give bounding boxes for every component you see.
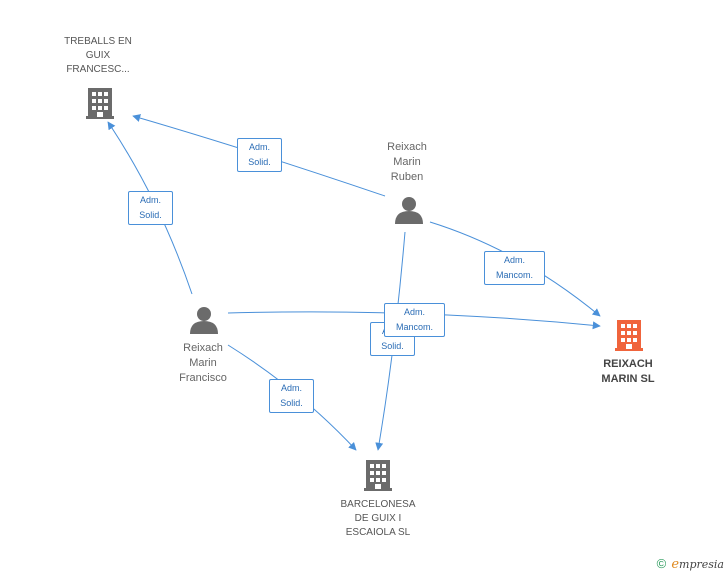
node-label-treballs[interactable]: TREBALLS EN GUIX FRANCESC... <box>64 36 132 75</box>
brand-name: mpresia <box>679 558 724 571</box>
brand-initial: e <box>671 557 680 572</box>
node-label-reixach-marin-sl[interactable]: REIXACH MARIN SL <box>601 358 655 385</box>
building-icon[interactable] <box>364 460 392 491</box>
edge-label-francisco-barcelonesa[interactable]: Adm. Solid. <box>269 379 314 413</box>
copyright-symbol: © <box>656 556 667 571</box>
edge-label-ruben-treballs[interactable]: Adm. Solid. <box>237 138 282 172</box>
building-icon[interactable] <box>86 88 114 119</box>
node-label-reixach-francisco[interactable]: Reixach Marin Francisco <box>179 342 227 384</box>
building-icon[interactable] <box>615 320 643 351</box>
edge-label-francisco-reixach[interactable]: Adm. Mancom. <box>384 303 445 337</box>
person-icon[interactable] <box>395 197 423 224</box>
node-label-barcelonesa[interactable]: BARCELONESA DE GUIX I ESCAIOLA SL <box>340 499 416 538</box>
person-icon[interactable] <box>190 307 218 334</box>
empresia-footer[interactable]: © empresia <box>657 556 724 572</box>
node-label-reixach-ruben[interactable]: Reixach Marin Ruben <box>387 141 427 183</box>
edge-label-ruben-reixach[interactable]: Adm. Mancom. <box>484 251 545 285</box>
edge-label-francisco-treballs[interactable]: Adm. Solid. <box>128 191 173 225</box>
